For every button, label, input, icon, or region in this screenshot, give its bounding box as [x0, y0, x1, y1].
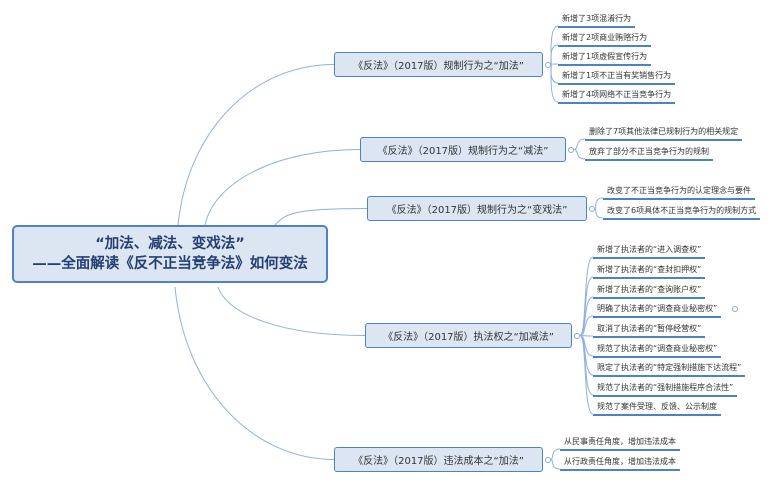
branch-topic-3[interactable]: 《反法》（2017版）规制行为之“变戏法” — [367, 196, 587, 221]
leaf-topic[interactable]: 新增了1项不正当有奖销售行为 — [558, 70, 676, 85]
leaf-topic[interactable]: 从民事责任角度，增加违法成本 — [560, 436, 680, 451]
branch-label: 《反法》（2017版）规制行为之“加法” — [353, 61, 524, 72]
root-connector-2 — [204, 149, 361, 226]
root-connector-1 — [177, 64, 335, 226]
leaf-topic[interactable]: 改变了6项具体不正当竞争行为的规制方式 — [603, 205, 761, 220]
leaf-topic[interactable]: 取消了执法者的“暂停经营权” — [593, 323, 706, 338]
leaf-topic[interactable]: 放弃了部分不正当竞争行为的规制 — [585, 146, 713, 161]
branch-label: 《反法》（2017版）规制行为之“变戏法” — [386, 205, 568, 216]
expand-toggle-icon[interactable] — [732, 306, 738, 312]
collapse-toggle-icon[interactable] — [545, 61, 551, 68]
root-title-line1: “加法、减法、变戏法” — [95, 236, 245, 252]
leaf-connector — [579, 315, 594, 336]
collapse-toggle-icon[interactable] — [574, 332, 580, 339]
leaf-connector — [594, 208, 604, 219]
leaf-connector — [550, 448, 561, 460]
leaf-topic[interactable]: 从行政责任角度，增加违法成本 — [560, 456, 680, 471]
branch-label: 《反法》（2017版）违法成本之“加法” — [353, 456, 524, 467]
leaf-connector — [573, 149, 586, 160]
leaf-topic[interactable]: 规范了案件受理、反馈、公示制度 — [593, 401, 721, 416]
leaf-topic[interactable]: 规范了执法者的“强制措施程序合法性” — [593, 382, 738, 397]
leaf-topic[interactable]: 改变了不正当竞争行为的认定理念与要件 — [603, 185, 755, 200]
leaf-connector — [550, 44, 559, 65]
leaf-connector — [550, 64, 559, 84]
leaf-topic[interactable]: 新增了4项网络不正当竞争行为 — [558, 89, 676, 104]
collapse-toggle-icon[interactable] — [568, 146, 574, 153]
leaf-topic[interactable]: 新增了执法者的“查询账户权” — [593, 284, 706, 299]
leaf-connector — [573, 138, 586, 150]
leaf-topic[interactable]: 规范了执法者的“调查商业秘密权” — [593, 343, 722, 358]
leaf-connector — [579, 335, 594, 415]
leaf-topic[interactable]: 新增了3项混淆行为 — [558, 13, 636, 28]
leaf-topic[interactable]: 新增了2项商业贿赂行为 — [558, 32, 652, 47]
leaf-topic[interactable]: 新增了1项虚假宣传行为 — [558, 51, 652, 66]
root-title-line2: ——全面解读《反不正当竞争法》如何变法 — [32, 256, 308, 272]
leaf-topic[interactable]: 删除了7项其他法律已规制行为的相关规定 — [585, 126, 743, 141]
collapse-toggle-icon[interactable] — [545, 456, 551, 463]
leaf-topic[interactable]: 明确了执法者的“调查商业秘密权” — [593, 303, 722, 318]
branch-topic-5[interactable]: 《反法》（2017版）违法成本之“加法” — [334, 447, 543, 472]
leaf-connector — [594, 197, 604, 209]
leaf-connector — [550, 63, 559, 65]
branch-topic-4[interactable]: 《反法》（2017版）执法权之“加减法” — [365, 323, 572, 348]
root-connector-5 — [174, 286, 335, 460]
collapse-toggle-icon[interactable] — [589, 205, 595, 212]
leaf-topic[interactable]: 新增了执法者的“进入调查权” — [593, 244, 706, 259]
branch-topic-2[interactable]: 《反法》（2017版）规制行为之“减法” — [360, 137, 566, 162]
root-connector-4 — [217, 286, 366, 336]
leaf-connector — [579, 296, 594, 336]
leaf-topic[interactable]: 限定了执法者的“特定强制措施下达流程” — [593, 362, 746, 377]
root-connector-3 — [274, 208, 368, 226]
root-topic[interactable]: “加法、减法、变戏法” ——全面解读《反不正当竞争法》如何变法 — [12, 225, 328, 283]
branch-label: 《反法》（2017版）规制行为之“减法” — [377, 146, 549, 157]
branch-topic-1[interactable]: 《反法》（2017版）规制行为之“加法” — [334, 52, 543, 77]
leaf-topic[interactable]: 新增了执法者的“查封扣押权” — [593, 264, 706, 279]
leaf-connector — [550, 459, 561, 470]
leaf-connector — [550, 64, 559, 103]
branch-label: 《反法》（2017版）执法权之“加减法” — [383, 332, 554, 343]
